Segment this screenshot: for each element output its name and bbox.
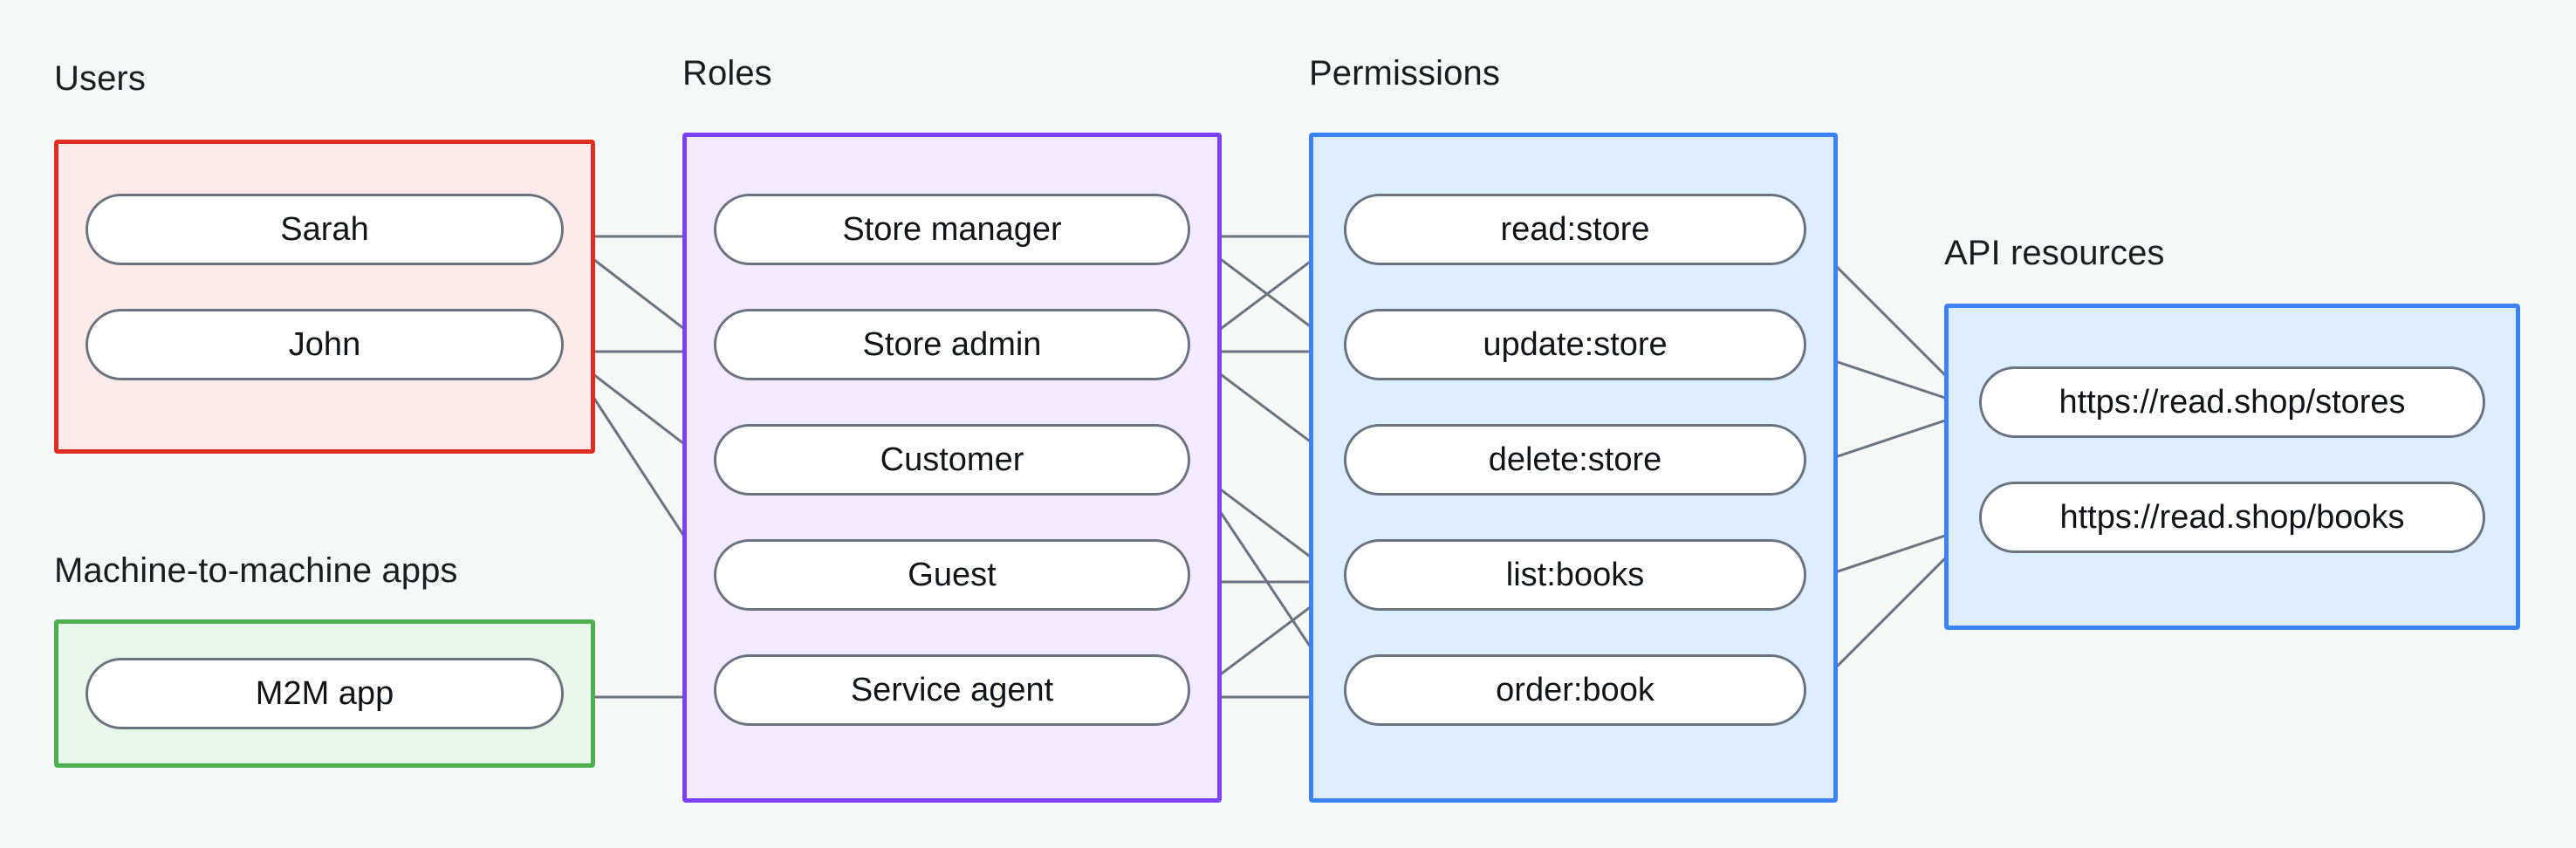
node-store-admin[interactable]: Store admin: [714, 309, 1190, 380]
node-john[interactable]: John: [86, 309, 564, 380]
node-guest[interactable]: Guest: [714, 539, 1190, 611]
group-box-api-resources: [1944, 304, 2520, 630]
group-title-roles: Roles: [682, 54, 772, 92]
node-res-stores[interactable]: https://read.shop/stores: [1979, 366, 2485, 438]
group-title-users: Users: [54, 59, 146, 98]
node-order-book[interactable]: order:book: [1344, 654, 1806, 726]
node-read-store[interactable]: read:store: [1344, 194, 1806, 265]
node-customer[interactable]: Customer: [714, 424, 1190, 496]
node-sarah[interactable]: Sarah: [86, 194, 564, 265]
group-box-users: [54, 140, 595, 454]
node-update-store[interactable]: update:store: [1344, 309, 1806, 380]
node-delete-store[interactable]: delete:store: [1344, 424, 1806, 496]
node-m2m-app[interactable]: M2M app: [86, 658, 564, 729]
group-title-api-resources: API resources: [1944, 234, 2165, 272]
node-res-books[interactable]: https://read.shop/books: [1979, 482, 2485, 553]
node-store-manager[interactable]: Store manager: [714, 194, 1190, 265]
node-list-books[interactable]: list:books: [1344, 539, 1806, 611]
group-title-m2m: Machine-to-machine apps: [54, 551, 458, 590]
group-title-permissions: Permissions: [1309, 54, 1500, 92]
node-service-agent[interactable]: Service agent: [714, 654, 1190, 726]
